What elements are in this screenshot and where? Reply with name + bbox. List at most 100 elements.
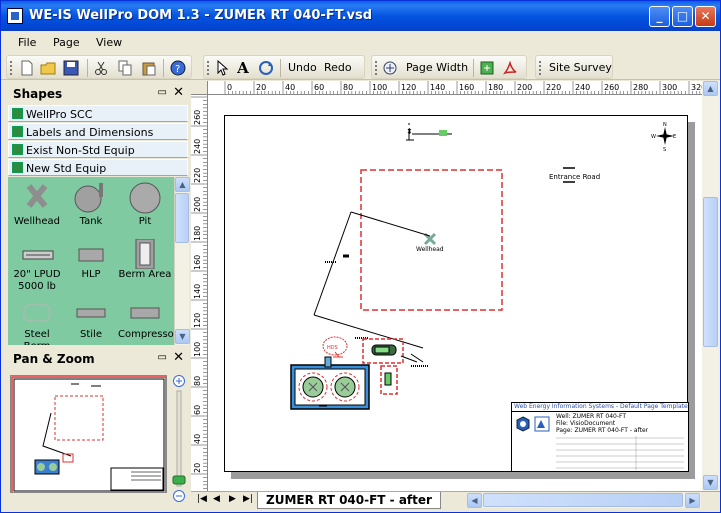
stencil-wellpro-scc[interactable]: WellPro SCC [8, 105, 188, 122]
title-block-company: Web Energy Information Systems - Default… [512, 403, 688, 412]
close-panel-icon[interactable]: ✕ [173, 85, 184, 100]
close-panel-icon[interactable]: ✕ [173, 350, 184, 365]
master-hlp[interactable]: HLP [64, 239, 118, 299]
tank-icon [74, 183, 103, 213]
toolbar-grip[interactable] [10, 61, 12, 75]
master-label: Stile [80, 329, 102, 340]
master-lpud[interactable]: 20" LPUD 5000 lb [10, 239, 64, 299]
canvas-vertical-scrollbar[interactable]: ▲ ▼ [702, 81, 720, 491]
page-tab[interactable]: ZUMER RT 040-FT - after [257, 492, 441, 509]
title-bar[interactable]: WE-IS WellPro DOM 1.3 - ZUMER RT 040-FT.… [1, 1, 720, 31]
master-tank[interactable]: Tank [64, 181, 118, 241]
scroll-thumb[interactable] [175, 193, 189, 243]
app-icon[interactable] [7, 8, 23, 24]
copy-icon[interactable] [117, 60, 133, 76]
prev-page-button[interactable]: ◀ [213, 494, 220, 504]
scroll-down-button[interactable]: ▼ [175, 329, 190, 344]
scroll-right-button[interactable]: ▶ [685, 493, 700, 508]
shapes-panel-title: Shapes [13, 87, 63, 101]
ruler-label: 240 [575, 83, 590, 92]
last-page-button[interactable]: ▶| [243, 494, 253, 504]
scroll-thumb[interactable] [703, 197, 718, 347]
stencil-labels-dimensions[interactable]: Labels and Dimensions [8, 123, 188, 140]
pin-panel-icon[interactable]: ▭ [157, 352, 167, 363]
ruler-label: 100 [193, 342, 202, 357]
rotate-tool-icon[interactable] [258, 60, 274, 76]
pan-zoom-title: Pan & Zoom [13, 352, 95, 366]
toolbar-separator [87, 59, 88, 77]
new-document-icon[interactable] [19, 60, 35, 76]
open-folder-icon[interactable] [40, 60, 56, 76]
title-block-lines [556, 436, 684, 470]
master-wellhead[interactable]: Wellhead [10, 181, 64, 241]
master-stile[interactable]: Stile [64, 299, 118, 345]
master-steel-berm[interactable]: Steel Berm [10, 299, 64, 345]
menu-page[interactable]: Page [53, 36, 80, 49]
shapes-panel-header: Shapes ▭ ✕ [7, 84, 189, 104]
scroll-left-button[interactable]: ◀ [467, 493, 482, 508]
export-icon[interactable] [479, 60, 495, 76]
paste-icon[interactable] [141, 60, 157, 76]
pin-panel-icon[interactable]: ▭ [157, 87, 167, 98]
menu-file[interactable]: File [18, 36, 37, 49]
pdf-icon[interactable] [502, 60, 518, 76]
page-tab-bar: |◀ ◀ ▶ ▶| ZUMER RT 040-FT - after ◀ ▶ [191, 491, 720, 509]
drawing-canvas[interactable]: N S E W ⬍ Entrance Road W [208, 95, 702, 491]
pointer-tool-icon[interactable] [214, 59, 230, 76]
redo-button[interactable]: Redo [324, 61, 352, 74]
save-icon[interactable] [63, 60, 79, 76]
undo-button[interactable]: Undo [288, 61, 317, 74]
master-pit[interactable]: Pit [118, 181, 172, 241]
scroll-up-button[interactable]: ▲ [175, 177, 190, 192]
scroll-up-button[interactable]: ▲ [703, 81, 718, 96]
scroll-down-button[interactable]: ▼ [703, 475, 718, 490]
site-survey-button[interactable]: Site Survey [549, 61, 612, 74]
menu-view[interactable]: View [96, 36, 123, 49]
stencil-new-std-equip[interactable]: New Std Equip [8, 159, 188, 176]
master-label: Pit [138, 216, 152, 227]
ruler-label: 240 [193, 139, 202, 154]
zoom-slider[interactable] [169, 371, 189, 505]
svg-text:?: ? [175, 64, 180, 75]
ruler-label: 280 [633, 83, 648, 92]
master-berm-area[interactable]: Berm Area [118, 238, 172, 299]
minimize-button[interactable]: _ [649, 6, 670, 27]
ruler-label: 20 [193, 463, 202, 473]
stencil-scrollbar[interactable]: ▲ ▼ [174, 177, 190, 345]
ruler-label: 180 [193, 226, 202, 241]
stencil-exist-non-std-equip[interactable]: Exist Non-Std Equip [8, 141, 188, 158]
maximize-button[interactable]: □ [672, 6, 693, 27]
wellhead-label: Wellhead [416, 246, 444, 253]
next-page-button[interactable]: ▶ [229, 494, 236, 504]
ruler-label: 120 [401, 83, 416, 92]
cut-icon[interactable] [93, 60, 109, 76]
help-icon[interactable]: ? [170, 60, 186, 76]
standard-toolbar: ? [6, 55, 192, 79]
toolbar-separator [473, 59, 474, 77]
ruler-label: 0 [227, 83, 232, 92]
ruler-label: 40 [193, 434, 202, 444]
toolbar-separator [280, 59, 281, 77]
ruler-label: 140 [193, 284, 202, 299]
compass-south: S [663, 147, 666, 153]
pit-icon [129, 182, 161, 214]
first-page-button[interactable]: |◀ [197, 494, 207, 504]
close-button[interactable]: ✕ [695, 6, 716, 27]
master-compressor[interactable]: Compressor [118, 299, 174, 345]
scroll-thumb[interactable] [483, 493, 683, 507]
toolbar-grip[interactable] [539, 61, 541, 75]
ruler-label: 320 [691, 83, 702, 92]
view-toolbar: Page Width [371, 55, 527, 79]
text-tool-icon[interactable]: A [237, 59, 249, 77]
toolbar-grip[interactable] [207, 61, 209, 75]
drawing-page[interactable]: N S E W ⬍ Entrance Road W [224, 115, 689, 472]
ruler-label: 220 [193, 168, 202, 183]
window-title: WE-IS WellPro DOM 1.3 - ZUMER RT 040-FT.… [29, 8, 373, 23]
zoom-icon[interactable] [382, 60, 398, 76]
canvas-horizontal-scrollbar[interactable]: ◀ ▶ [467, 493, 701, 508]
toolbar-grip[interactable] [375, 61, 377, 75]
title-block: Web Energy Information Systems - Default… [511, 402, 689, 472]
survey-toolbar: Site Survey [535, 55, 613, 79]
pan-zoom-preview[interactable] [10, 375, 167, 493]
page-width-button[interactable]: Page Width [406, 61, 469, 74]
